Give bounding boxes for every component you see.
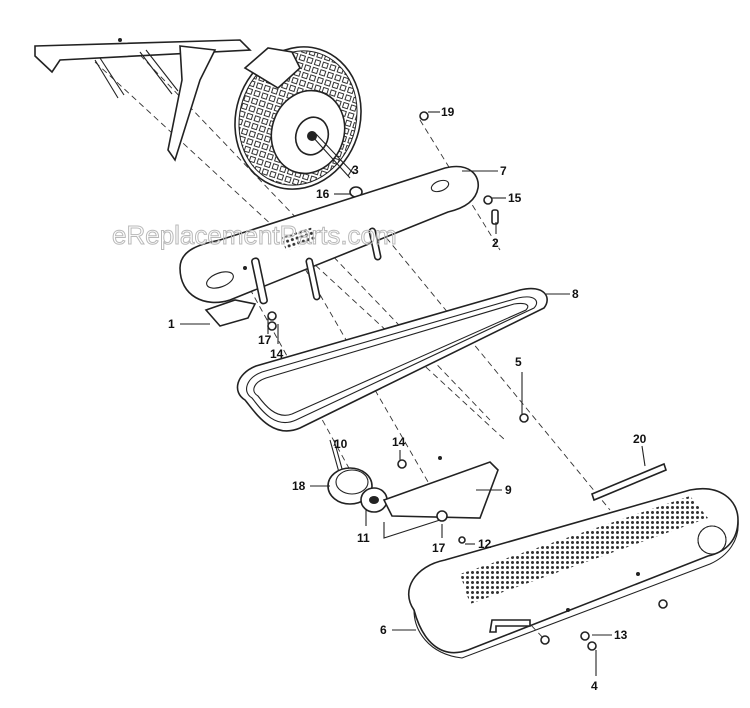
callout-19: 19 xyxy=(441,105,455,119)
callout-7: 7 xyxy=(500,164,507,178)
callout-6: 6 xyxy=(380,623,387,637)
watermark-text: eReplacementParts.com xyxy=(112,220,397,250)
callout-14-upper: 14 xyxy=(270,347,284,361)
callout-10: 10 xyxy=(334,437,348,451)
drive-chain xyxy=(236,287,548,432)
callout-8: 8 xyxy=(572,287,579,301)
callout-2: 2 xyxy=(492,236,499,250)
callout-18: 18 xyxy=(292,479,306,493)
callout-17-lower: 17 xyxy=(432,541,446,555)
callout-labels: 19 7 15 2 3 16 8 1 17 14 5 10 14 18 9 11… xyxy=(168,105,647,693)
callout-14-lower: 14 xyxy=(392,435,406,449)
tensioner-plate xyxy=(382,111,529,544)
callout-3: 3 xyxy=(352,163,359,177)
wheel-assembly xyxy=(234,46,363,198)
callout-4: 4 xyxy=(591,679,598,693)
callout-9: 9 xyxy=(505,483,512,497)
rod-part xyxy=(591,462,667,502)
callout-15: 15 xyxy=(508,191,522,205)
leader-lines xyxy=(180,111,646,676)
upper-chaincase-plate xyxy=(179,165,479,331)
frame-bracket xyxy=(34,38,252,162)
lower-chaincase-housing xyxy=(408,487,739,659)
callout-11: 11 xyxy=(357,531,370,545)
callout-20: 20 xyxy=(633,432,647,446)
callout-1: 1 xyxy=(168,317,175,331)
callout-16: 16 xyxy=(316,187,330,201)
callout-17-upper: 17 xyxy=(258,333,272,347)
callout-12: 12 xyxy=(478,537,492,551)
callout-5: 5 xyxy=(515,355,522,369)
callout-13: 13 xyxy=(614,628,628,642)
